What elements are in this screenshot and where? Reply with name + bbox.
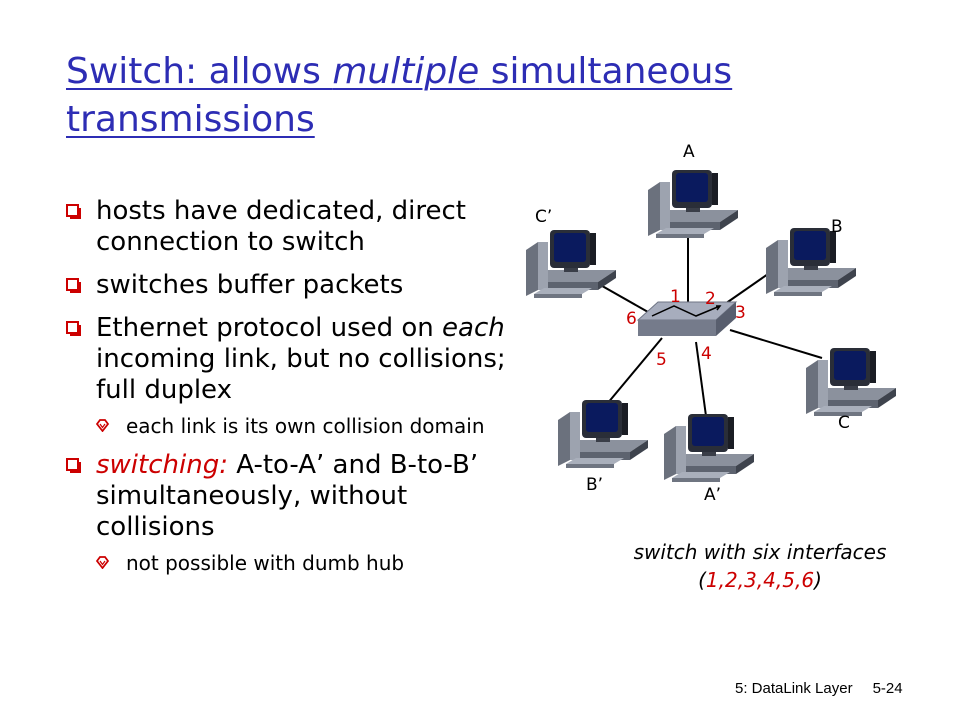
footer-page-number: 5-24 [872, 680, 903, 697]
bullet-item: Ethernet protocol used on each incoming … [66, 313, 511, 438]
link-b [721, 273, 769, 307]
footer-chapter: 5: DataLink Layer [735, 680, 853, 697]
host-b-prime-icon [558, 400, 648, 468]
host-label-b-prime: B’ [586, 475, 603, 495]
link-b-prime [601, 337, 663, 411]
sub-bullet-icon [96, 556, 109, 569]
interface-label-6: 6 [626, 309, 637, 329]
slide-title: Switch: allows multiple simultaneous tra… [66, 51, 733, 140]
switch-diagram: A B C A’ B’ C’ 1 2 3 4 5 6 [526, 142, 896, 505]
host-label-c: C [838, 413, 850, 433]
host-a-prime-icon [664, 414, 754, 482]
interface-label-3: 3 [735, 303, 746, 323]
bullet-box-icon [66, 204, 81, 219]
bullet-box-icon [66, 458, 81, 473]
bullet-item: hosts have dedicated, direct connection … [66, 196, 511, 258]
sub-bullet-item: each link is its own collision domain [96, 414, 511, 438]
host-label-b: B [831, 217, 843, 237]
sub-bullet-icon [96, 419, 109, 432]
link-a-prime [695, 341, 707, 417]
interface-label-2: 2 [705, 289, 716, 309]
interface-label-4: 4 [701, 344, 712, 364]
bullet-item: switches buffer packets [66, 270, 511, 301]
interface-label-1: 1 [670, 287, 681, 307]
bullet-list: hosts have dedicated, direct connection … [66, 196, 511, 587]
switch-icon [636, 301, 738, 336]
host-c-prime-icon [526, 230, 616, 298]
bullet-item: switching: A-to-A’ and B-to-B’ simultane… [66, 450, 511, 575]
bullet-box-icon [66, 278, 81, 293]
host-b-icon [766, 228, 856, 296]
diagram-caption: switch with six interfaces (1,2,3,4,5,6) [633, 540, 887, 592]
link-c [729, 329, 823, 359]
interface-label-5: 5 [656, 350, 667, 370]
host-a-icon [648, 170, 738, 238]
host-label-a-prime: A’ [704, 485, 721, 505]
slide-footer: 5: DataLink Layer 5-24 [735, 680, 903, 697]
sub-bullet-list: each link is its own collision domain [96, 414, 511, 438]
network-links [573, 208, 823, 417]
bullet-box-icon [66, 321, 81, 336]
host-label-c-prime: C’ [535, 207, 552, 227]
sub-bullet-item: not possible with dumb hub [96, 551, 511, 575]
host-label-a: A [683, 142, 695, 162]
sub-bullet-list: not possible with dumb hub [96, 551, 511, 575]
